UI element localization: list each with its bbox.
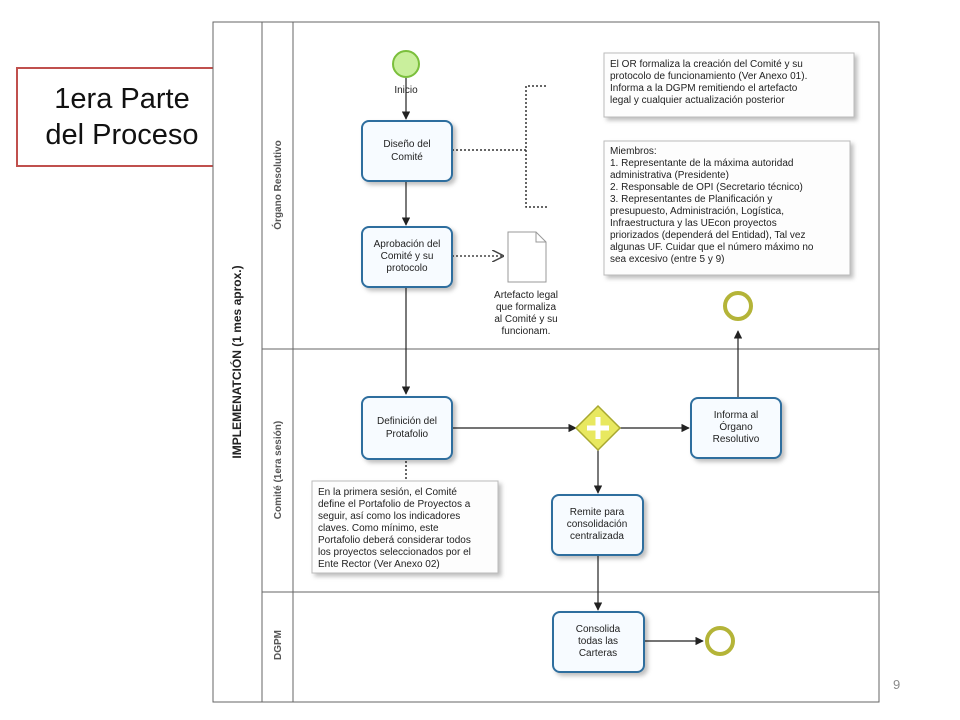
task-aprobacion-line-1: Aprobación del [374, 239, 441, 250]
pool-label: IMPLEMENATCIÓN (1 mes aprox.) [229, 265, 244, 458]
task-box [361, 396, 453, 460]
end-event-dgpm [705, 626, 735, 656]
start-event-circle [392, 50, 420, 78]
note1-line-2: protocolo de funcionamiento (Ver Anexo 0… [610, 71, 807, 82]
pool-frame [212, 21, 880, 703]
task-informa-line-3: Resolutivo [713, 434, 760, 445]
note1-line-1: El OR formaliza la creación del Comité y… [610, 59, 803, 70]
annotation-note-1: El OR formaliza la creación del Comité y… [603, 52, 855, 118]
artifact-label-line-3: al Comité y su [494, 314, 557, 325]
task-informa-line-2: Órgano [719, 420, 753, 433]
note3-line-1: En la primera sesión, el Comité [318, 487, 457, 498]
task-definicion-line-1: Definición del [377, 416, 437, 427]
note2-line-9: algunas UF. Cuidar que el número máximo … [610, 242, 814, 253]
note1-line-4: legal y cualquier actualización posterio… [610, 95, 785, 106]
pool: IMPLEMENATCIÓN (1 mes aprox.) Órgano Res… [212, 21, 880, 703]
task-diseno-comite: Diseño del Comité [361, 120, 453, 182]
note2-line-6: presupuesto, Administración, Logística, [610, 206, 784, 217]
process-title-line-1: 1era Parte [54, 82, 190, 115]
task-consolida-line-1: Consolida [576, 624, 621, 635]
task-aprobacion-line-3: protocolo [386, 263, 428, 274]
annotation-note-2: Miembros: 1. Representante de la máxima … [603, 140, 851, 276]
task-remite-line-3: centralizada [570, 531, 624, 542]
lane-label-organo: Órgano Resolutivo [271, 140, 284, 229]
annotation-note-3: En la primera sesión, el Comité define e… [311, 480, 499, 574]
document-icon [507, 231, 547, 283]
artifact-label-line-2: que formaliza [496, 302, 556, 313]
task-consolida-line-3: Carteras [579, 648, 617, 659]
lane-label-dgpm: DGPM [273, 630, 284, 660]
annotation-box [603, 140, 851, 276]
plus-icon [587, 417, 609, 439]
task-box [690, 397, 782, 459]
task-informa-organo: Informa al Órgano Resolutivo [690, 397, 782, 459]
task-remite-consolidacion: Remite para consolidación centralizada [551, 494, 644, 556]
association-diseno-note1 [452, 85, 548, 151]
task-consolida-line-2: todas las [578, 636, 618, 647]
start-event-label: Inicio [394, 85, 418, 96]
note2-line-10: sea excesivo (entre 5 y 9) [610, 254, 725, 265]
note3-line-2: define el Portafolio de Proyectos a [318, 499, 471, 510]
process-title-box: 1era Parte del Proceso [16, 67, 228, 167]
end-event-organo [723, 291, 753, 321]
annotation-box [603, 52, 855, 118]
associations [405, 85, 548, 480]
note2-line-1: Miembros: [610, 146, 657, 157]
note2-line-8: priorizados (dependerá del Entidad), Tal… [610, 230, 806, 241]
note3-line-5: Portafolio deberá considerar todos [318, 535, 471, 546]
note2-line-3: administrativa (Presidente) [610, 170, 729, 181]
note2-line-2: 1. Representante de la máxima autoridad [610, 158, 793, 169]
task-box [552, 611, 645, 673]
annotation-box [311, 480, 499, 574]
task-box [361, 120, 453, 182]
end-event-circle [705, 626, 735, 656]
note2-line-7: Infraestructura y las UEcon proyectos [610, 218, 777, 229]
task-diseno-line-1: Diseño del [383, 139, 430, 150]
artifact-label-line-1: Artefacto legal [494, 290, 558, 301]
task-definicion-line-2: Protafolio [386, 429, 429, 440]
task-remite-line-2: consolidación [567, 519, 628, 530]
parallel-gateway [574, 404, 622, 452]
association-diseno-note2 [525, 150, 548, 208]
note3-line-4: claves. Como mínimo, este [318, 523, 439, 534]
task-aprobacion-comite: Aprobación del Comité y su protocolo [361, 226, 453, 288]
note2-line-5: 3. Representantes de Planificación y [610, 194, 772, 205]
sequence-flows [401, 78, 743, 646]
task-consolida-carteras: Consolida todas las Carteras [552, 611, 645, 673]
note2-line-4: 2. Responsable de OPI (Secretario técnic… [610, 182, 803, 193]
task-remite-line-1: Remite para [570, 507, 625, 518]
start-event: Inicio [392, 50, 420, 96]
task-box [361, 226, 453, 288]
page-number: 9 [893, 677, 901, 692]
task-informa-line-1: Informa al [714, 410, 758, 421]
artifact-label-line-4: funcionam. [502, 326, 551, 337]
task-definicion-portafolio: Definición del Protafolio [361, 396, 453, 460]
note3-line-3: seguir, así como los indicadores [318, 511, 460, 522]
note1-line-3: Informa a la DGPM remitiendo el artefact… [610, 83, 798, 94]
task-diseno-line-2: Comité [391, 152, 423, 163]
task-aprobacion-line-2: Comité y su [381, 251, 434, 262]
artifact-document: Artefacto legal que formaliza al Comité … [494, 231, 558, 337]
note3-line-7: Ente Rector (Ver Anexo 02) [318, 559, 440, 570]
task-box [551, 494, 644, 556]
lane-label-comite: Comité (1era sesión) [273, 421, 284, 519]
end-event-circle [723, 291, 753, 321]
note3-line-6: los proyectos seleccionados por el [318, 547, 471, 558]
process-title-line-2: del Proceso [45, 119, 199, 151]
